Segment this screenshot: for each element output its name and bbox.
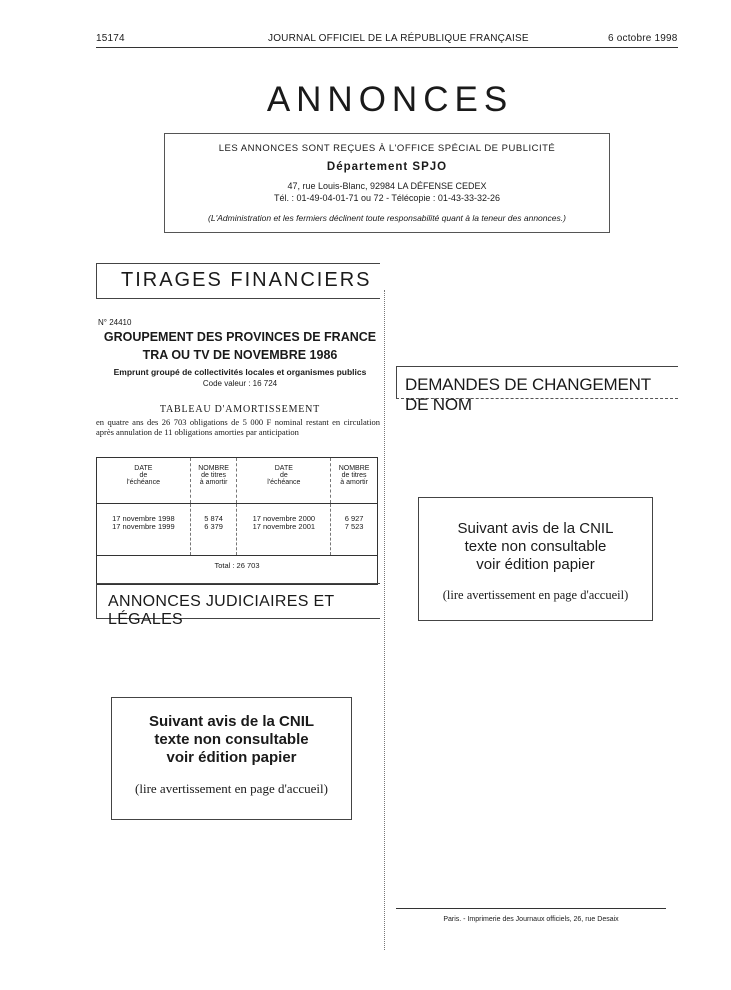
cnil-line: texte non consultable: [464, 538, 607, 555]
column-header: NOMBRE de titres à amortir: [330, 457, 378, 504]
table-title: TABLEAU D'AMORTISSEMENT: [159, 404, 321, 415]
page-number: 15174: [96, 33, 125, 44]
amortization-table: DATE de l'échéance NOMBRE de titres à am…: [96, 457, 378, 585]
column-divider: [384, 290, 385, 950]
entry-title-2: TRA OU TV DE NOVEMBRE 1986: [142, 348, 338, 362]
printer-footer: Paris. - Imprimerie des Journaux officie…: [443, 916, 619, 923]
cnil-line: texte non consultable: [154, 731, 309, 748]
notice-disclaimer: (L'Administration et les fermiers déclin…: [208, 213, 566, 223]
entry-title: GROUPEMENT DES PROVINCES DE FRANCE: [103, 330, 377, 344]
column-header: DATE de l'échéance: [236, 457, 331, 504]
cnil-notice-box: Suivant avis de la CNIL texte non consul…: [418, 497, 653, 621]
column-header: NOMBRE de titres à amortir: [189, 457, 237, 504]
table-total-row: Total : 26 703: [96, 555, 378, 585]
header-rule: [96, 47, 678, 48]
table-header-row: DATE de l'échéance NOMBRE de titres à am…: [96, 457, 378, 504]
table-row: 17 novembre 1998 17 novembre 1999 5 874 …: [97, 503, 378, 556]
issue-date: 6 octobre 1998: [608, 33, 678, 44]
notice-phones: Tél. : 01-49-04-01-71 ou 72 - Télécopie …: [274, 193, 500, 203]
cnil-warning: (lire avertissement en page d'accueil): [442, 588, 629, 602]
table-cell: 5 874 6 379: [189, 503, 237, 556]
notice-department: Département SPJO: [326, 161, 448, 173]
section-heading-label: DEMANDES DE CHANGEMENT DE NOM: [405, 375, 651, 414]
cnil-warning: (lire avertissement en page d'accueil): [135, 781, 328, 796]
table-cell: 6 927 7 523: [330, 503, 378, 556]
notice-line: LES ANNONCES SONT REÇUES À L'OFFICE SPÉC…: [218, 143, 556, 154]
entry-subtitle: Emprunt groupé de collectivités locales …: [113, 367, 367, 377]
table-intro: en quatre ans des 26 703 obligations de …: [96, 417, 380, 437]
journal-title: JOURNAL OFFICIEL DE LA RÉPUBLIQUE FRANÇA…: [268, 33, 529, 44]
section-heading-judiciaires: ANNONCES JUDICIAIRES ET LÉGALES: [96, 583, 380, 628]
section-heading-tirages: TIRAGES FINANCIERS: [96, 263, 380, 299]
cnil-line: Suivant avis de la CNIL: [457, 520, 614, 537]
table-cell: 17 novembre 1998 17 novembre 1999: [112, 514, 175, 531]
entry-number: N° 24410: [98, 318, 132, 327]
section-heading-changement-nom: DEMANDES DE CHANGEMENT DE NOM: [396, 366, 678, 414]
table-total: Total : 26 703: [96, 555, 378, 585]
cnil-notice-box: Suivant avis de la CNIL texte non consul…: [111, 697, 352, 820]
entry-code: Code valeur : 16 724: [202, 379, 278, 388]
table-cell: 17 novembre 2000 17 novembre 2001: [236, 503, 331, 556]
cnil-line: voir édition papier: [476, 556, 595, 573]
notice-address: 47, rue Louis-Blanc, 92984 LA DÉFENSE CE…: [287, 181, 487, 191]
cnil-line: voir édition papier: [166, 749, 297, 766]
page-title: ANNONCES: [266, 80, 514, 119]
column-header: DATE de l'échéance: [96, 457, 191, 504]
section-heading-label: ANNONCES JUDICIAIRES ET LÉGALES: [108, 593, 335, 628]
section-heading-label: TIRAGES FINANCIERS: [121, 269, 372, 291]
footer-rule: [396, 908, 666, 909]
notice-box: LES ANNONCES SONT REÇUES À L'OFFICE SPÉC…: [164, 133, 610, 233]
cnil-line: Suivant avis de la CNIL: [148, 713, 315, 730]
